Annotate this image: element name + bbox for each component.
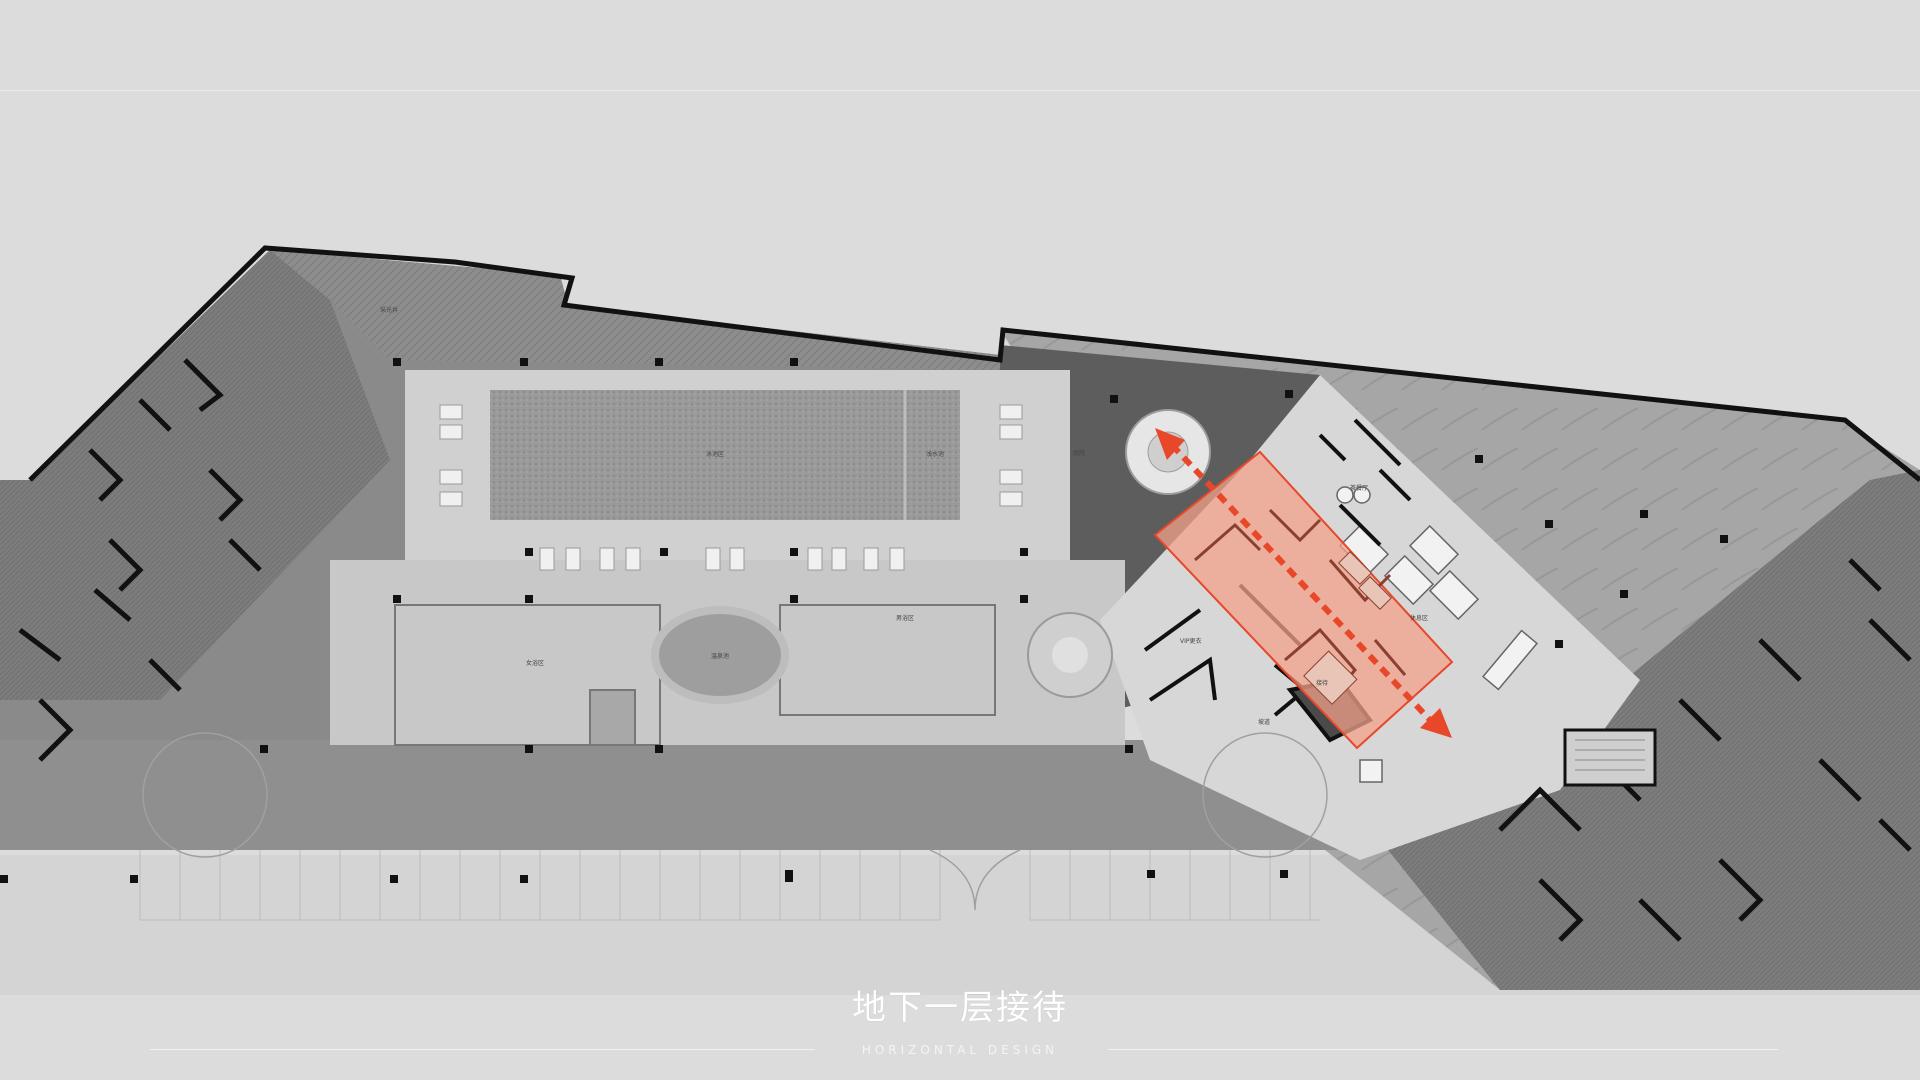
rest-label: 休息区 xyxy=(1410,614,1428,622)
right-stair xyxy=(1563,728,1657,787)
road-arcs xyxy=(142,732,1328,911)
garden-b-label: 庭院 xyxy=(1073,449,1085,457)
loungers xyxy=(439,404,1023,571)
building-left-block xyxy=(0,250,390,700)
tea-label: 茶餐厅 xyxy=(1350,484,1368,492)
right-block-walls xyxy=(1498,558,1912,942)
circulation-arrow xyxy=(1155,428,1452,738)
lobby-label: 接待 xyxy=(1316,679,1328,687)
parking-stalls xyxy=(139,845,1320,921)
page-title: 地下一层接待 xyxy=(852,988,1068,1028)
page-subtitle: HORIZONTAL DESIGN xyxy=(861,1043,1059,1057)
garden-a-label: 采光井 xyxy=(380,306,398,314)
hot-pool xyxy=(651,606,789,704)
pool xyxy=(490,390,960,520)
men-label: 男浴区 xyxy=(896,614,914,622)
pool-shallow-label: 浅水池 xyxy=(926,450,944,458)
columns xyxy=(0,358,1728,883)
lower-band xyxy=(0,740,1380,850)
hot-pool-label: 温泉池 xyxy=(711,652,729,660)
subtitle-rule-right xyxy=(1108,1049,1778,1050)
vip-label: VIP更衣 xyxy=(1180,637,1202,645)
left-block-walls xyxy=(18,358,262,762)
women-label: 女浴区 xyxy=(526,659,544,667)
outer-wall xyxy=(28,245,1920,482)
pool-label: 泳池区 xyxy=(706,450,724,458)
ramp-label: 坡道 xyxy=(1258,718,1270,726)
reception-highlight: 接待 xyxy=(1153,450,1454,750)
round-planter xyxy=(1027,612,1113,698)
subtitle-rule-left xyxy=(150,1049,815,1050)
lobby-furniture xyxy=(1336,486,1539,783)
garden-strip xyxy=(270,250,1000,370)
top-rule xyxy=(0,90,1920,91)
